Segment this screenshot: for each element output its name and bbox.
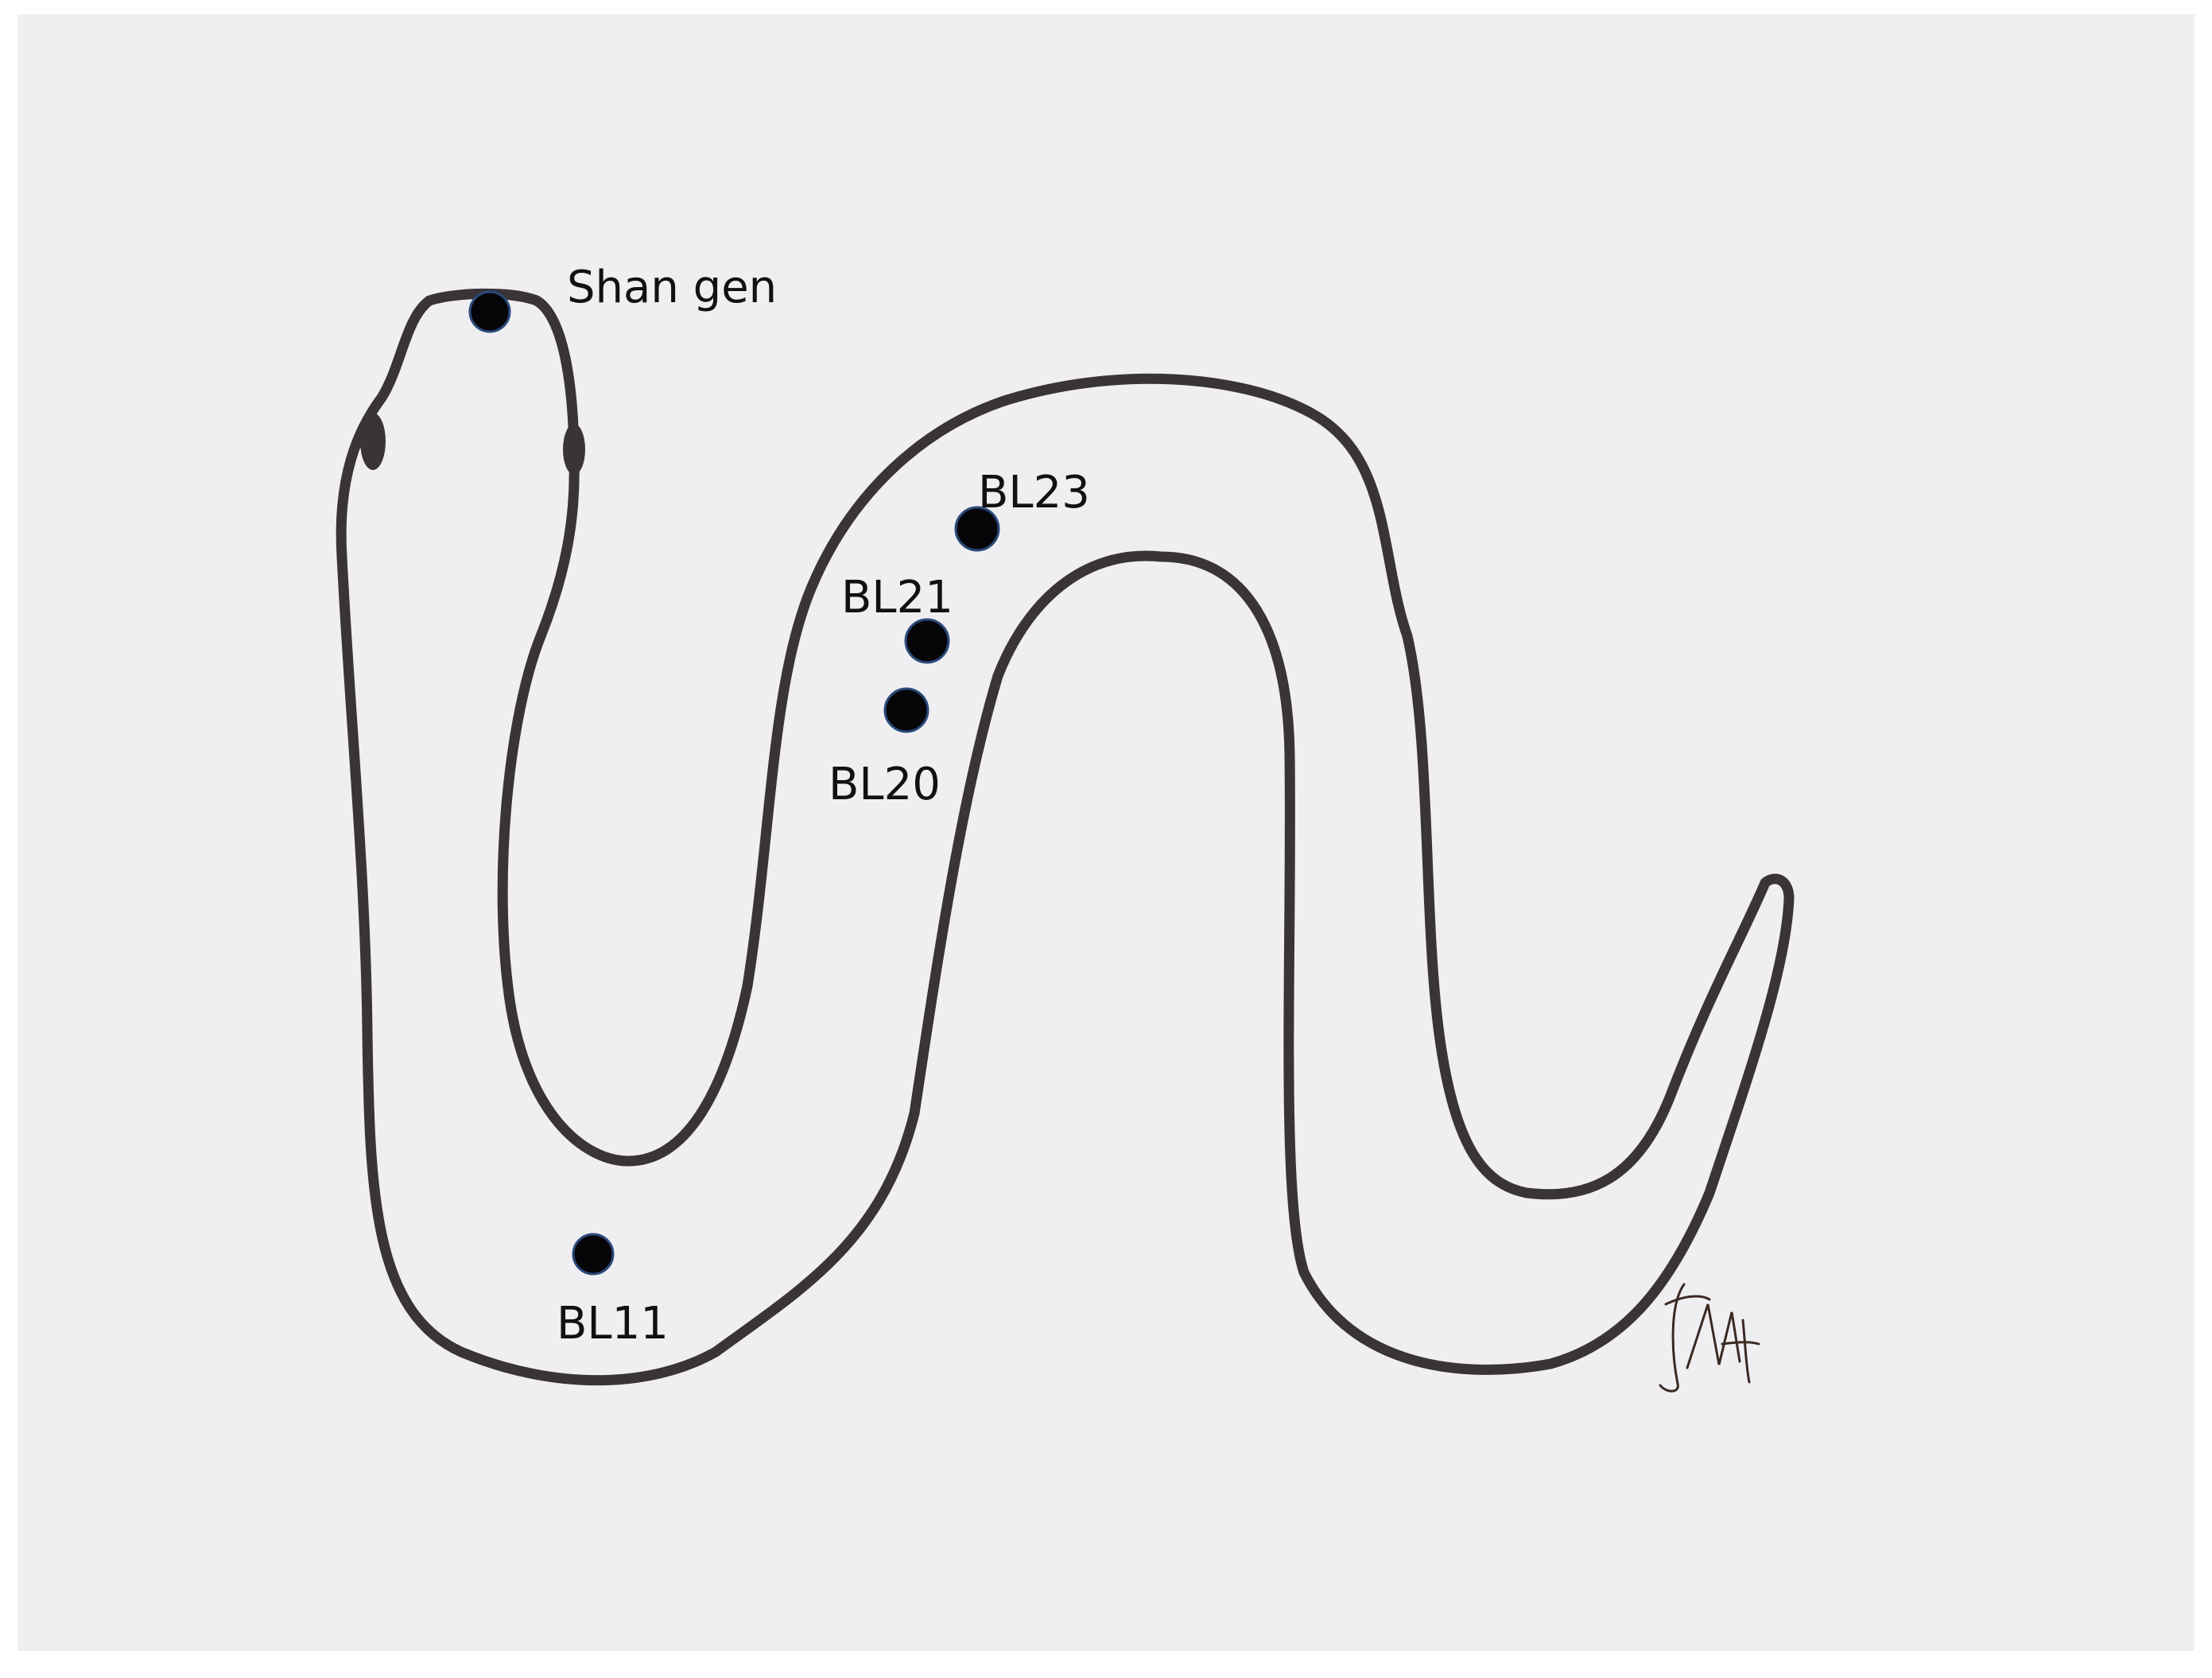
point-marker-shan-gen [468,290,511,333]
paper-background [17,14,2195,1651]
point-marker-bl21 [904,618,950,664]
point-marker-bl20 [883,687,929,733]
label-bl20: BL20 [829,759,941,810]
point-labels: Shan gen BL23 BL21 BL20 BL11 [557,262,1090,1350]
acupuncture-points [468,290,1000,1276]
label-bl21: BL21 [841,572,953,623]
point-marker-bl11 [572,1233,615,1276]
left-eye-icon [360,413,386,470]
label-bl23: BL23 [978,467,1090,519]
artist-signature [1659,1283,1760,1393]
label-bl11: BL11 [557,1298,669,1350]
point-marker-bl23 [954,506,1000,552]
label-shan-gen: Shan gen [567,262,777,313]
snake-body-outline [336,288,1795,1386]
right-eye-icon [563,424,585,475]
